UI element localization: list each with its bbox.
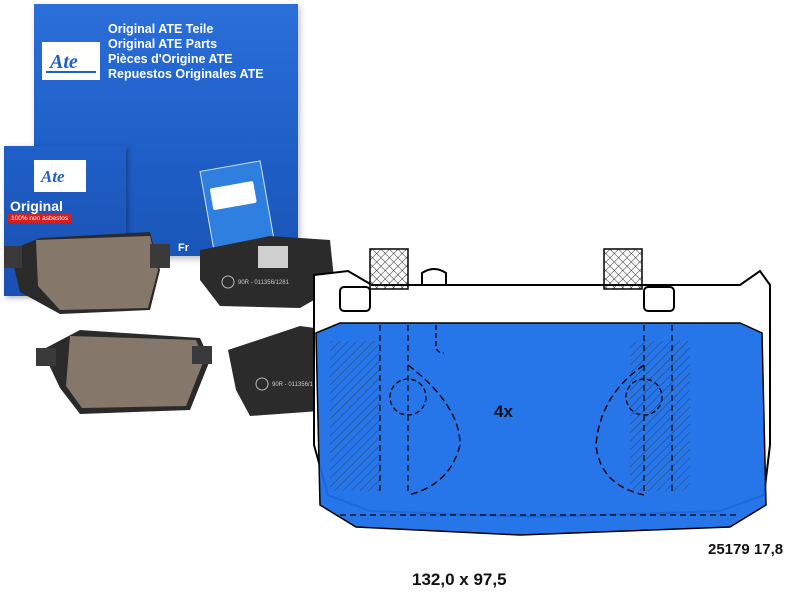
dashed-arc <box>407 364 461 496</box>
brake-pads-photo: 90R - 011356/1281 90R - 011356/1281 <box>4 232 335 416</box>
bolt-hole <box>389 378 427 416</box>
wear-indicator <box>435 325 445 354</box>
brake-pad <box>4 232 170 314</box>
ear <box>643 286 675 312</box>
ate-logo-icon: Ate <box>34 160 86 192</box>
hatched-zone <box>330 341 380 491</box>
pad-code: 90R - 011356/1281 <box>238 280 290 286</box>
dimensions-label: 132,0 x 97,5 <box>412 570 507 589</box>
ate-logo-icon <box>209 180 257 211</box>
brake-pad <box>36 330 212 414</box>
bolt-hole <box>625 378 663 416</box>
box-line: Repuestos Originales ATE <box>108 67 264 81</box>
box-side-text: Fr <box>178 242 189 254</box>
box-line: Original ATE Parts <box>108 37 218 51</box>
brake-pad-back: 90R - 011356/1281 <box>200 236 335 308</box>
part-code: 25179 17,8 <box>708 541 784 558</box>
pad-code: 90R - 011356/1281 <box>272 382 324 388</box>
dashed-arc <box>595 364 645 496</box>
original-label: Original <box>10 198 63 214</box>
asbestos-badge: 100% non asbestos <box>8 214 72 223</box>
box-line: Pièces d'Origine ATE <box>108 52 233 66</box>
box-line: Original ATE Teile <box>108 22 214 36</box>
friction-pad <box>315 322 767 536</box>
pad-schematic <box>313 248 771 536</box>
brake-pad-back: 90R - 011356/1281 <box>228 326 334 416</box>
hatched-zone <box>630 341 690 491</box>
dashed-line <box>379 325 673 495</box>
box-text: Original ATE Teile Original ATE Parts Pi… <box>108 22 264 82</box>
ate-logo-icon: Ate <box>42 42 100 80</box>
svg-text:Ate: Ate <box>40 167 65 186</box>
svg-text:Ate: Ate <box>48 51 78 73</box>
ear <box>339 286 371 312</box>
quantity-label: 4x <box>494 402 513 421</box>
center-clip <box>421 268 447 285</box>
